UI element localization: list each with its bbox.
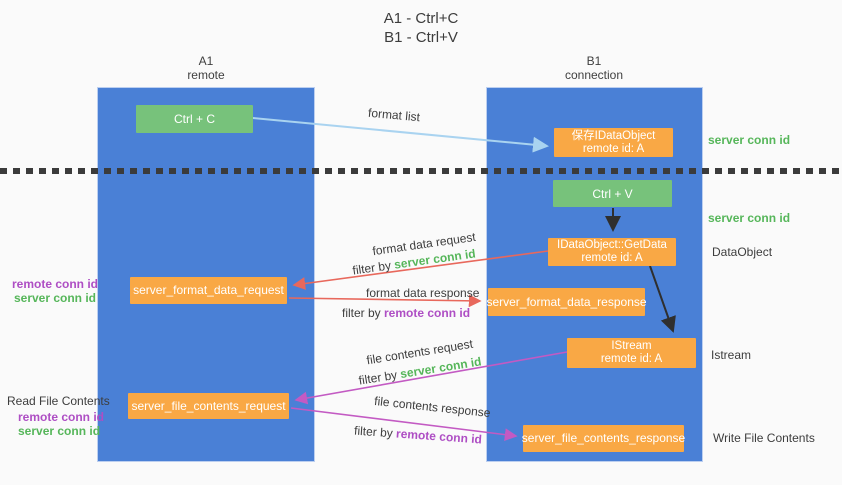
label-format-list: format list <box>367 105 421 125</box>
node-server-format-data-request: server_format_data_request <box>130 277 287 304</box>
remote-conn-id-text: remote conn id <box>384 306 471 320</box>
label-filter-format-response: filter by remote conn id <box>342 306 470 320</box>
istream-remote-id: remote id: A <box>600 353 663 365</box>
filter-by-text: filter by <box>351 257 396 278</box>
dotted-separator-line <box>0 168 842 174</box>
label-remote-conn-id-format: remote conn id <box>12 277 99 291</box>
label-server-conn-id-file: server conn id <box>18 424 101 438</box>
title-line-2: B1 - Ctrl+V <box>384 29 458 46</box>
server-file-contents-response-label: server_file_contents_response <box>521 431 686 445</box>
filter-by-text: filter by <box>342 306 385 320</box>
label-server-conn-id-top: server conn id <box>708 133 791 147</box>
diagram-title: A1 - Ctrl+C B1 - Ctrl+V <box>0 9 842 47</box>
label-remote-conn-id-file: remote conn id <box>18 410 105 424</box>
label-group-file-conn-ids: remote conn id server conn id <box>18 410 105 438</box>
remote-conn-id-text: remote conn id <box>395 426 483 447</box>
lane-b1-name: B1 <box>586 54 602 68</box>
lane-header-b1: B1 connection <box>534 54 654 82</box>
lane-a1-role: remote <box>187 68 225 82</box>
node-ctrl-c: Ctrl + C <box>136 105 253 133</box>
filter-by-text: filter by <box>357 367 402 388</box>
label-format-data-response: format data response <box>366 286 480 300</box>
lane-a1-name: A1 <box>198 54 214 68</box>
lane-b1-role: connection <box>564 68 624 82</box>
ctrl-c-label: Ctrl + C <box>173 112 215 126</box>
node-server-file-contents-request: server_file_contents_request <box>128 393 289 419</box>
save-idataobject-remote-id: remote id: A <box>582 142 645 155</box>
label-istream-side: Istream <box>711 348 752 362</box>
getdata-title: IDataObject::GetData <box>557 239 667 251</box>
label-dataobject: DataObject <box>712 245 773 259</box>
getdata-remote-id: remote id: A <box>581 252 643 264</box>
server-file-contents-request-label: server_file_contents_request <box>131 398 286 413</box>
node-save-idataobject: 保存IDataObject remote id: A <box>554 128 673 157</box>
node-server-format-data-response: server_format_data_response <box>486 288 647 316</box>
title-line-1: A1 - Ctrl+C <box>383 10 459 27</box>
istream-title: IStream <box>611 340 652 352</box>
ctrl-v-label: Ctrl + V <box>592 186 633 201</box>
label-read-file-contents: Read File Contents <box>7 394 110 408</box>
server-format-data-request-label: server_format_data_request <box>133 283 284 297</box>
label-server-conn-id-format: server conn id <box>13 291 96 305</box>
node-istream: IStream remote id: A <box>567 338 696 368</box>
lane-header-a1: A1 remote <box>146 54 266 82</box>
filter-by-text: filter by <box>353 423 397 441</box>
label-write-file-contents: Write File Contents <box>713 431 815 445</box>
label-server-conn-id-mid: server conn id <box>708 211 791 225</box>
save-idataobject-title: 保存IDataObject <box>571 129 656 142</box>
label-filter-file-response: filter by remote conn id <box>354 424 483 447</box>
server-format-data-response-label: server_format_data_response <box>486 294 647 309</box>
node-idataobject-getdata: IDataObject::GetData remote id: A <box>548 238 676 266</box>
label-group-format-conn-ids: remote conn id server conn id <box>12 277 99 305</box>
label-file-contents-response: file contents response <box>373 393 492 421</box>
node-ctrl-v: Ctrl + V <box>553 180 672 207</box>
node-server-file-contents-response: server_file_contents_response <box>521 425 686 452</box>
